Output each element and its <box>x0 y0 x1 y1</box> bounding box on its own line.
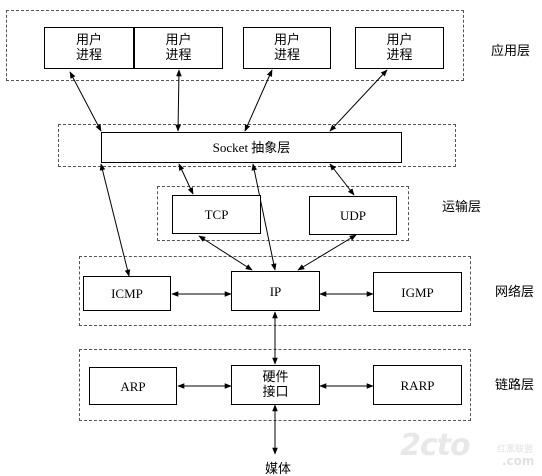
user-process-box-3: 用户 进程 <box>243 27 331 69</box>
tcp-box: TCP <box>172 195 261 234</box>
link-layer-label: 链路层 <box>495 378 535 393</box>
arrow-tcp-ip <box>198 235 253 271</box>
application-layer-box <box>6 10 464 81</box>
icmp-box: ICMP <box>83 276 171 311</box>
arrow-udp-ip <box>297 234 357 271</box>
transport-layer-label: 运输层 <box>442 200 482 215</box>
rarp-box: RARP <box>373 365 462 405</box>
watermark-logo: 2cto <box>400 428 471 463</box>
user-process-box-4: 用户 进程 <box>355 27 444 69</box>
medium-label: 媒体 <box>265 462 292 476</box>
arrow-socket-tcp <box>178 163 194 195</box>
igmp-box: IGMP <box>373 272 462 312</box>
watermark-domain: .com <box>502 454 535 468</box>
udp-box: UDP <box>309 196 397 235</box>
hardware-interface-box: 硬件 接口 <box>231 365 320 405</box>
arrow-process1-socket <box>69 71 102 132</box>
arrow-process4-socket <box>329 69 388 132</box>
socket-abstraction-box: Socket 抽象层 <box>101 132 402 163</box>
arrow-process3-socket <box>244 69 273 132</box>
arrow-socket-udp <box>329 163 355 196</box>
arrow-socket-icmp <box>99 163 131 277</box>
arrow-process2-socket <box>175 69 182 132</box>
application-layer-label: 应用层 <box>491 44 531 59</box>
arrow-socket-ip <box>251 163 277 271</box>
ip-box: IP <box>231 271 320 311</box>
user-process-box-1: 用户 进程 <box>44 27 134 69</box>
network-layer-label: 网络层 <box>495 285 535 300</box>
watermark-tagline: 红黑联盟 <box>497 445 534 455</box>
arp-box: ARP <box>89 367 177 405</box>
transport-layer-box <box>157 186 409 241</box>
user-process-box-2: 用户 进程 <box>134 27 223 69</box>
